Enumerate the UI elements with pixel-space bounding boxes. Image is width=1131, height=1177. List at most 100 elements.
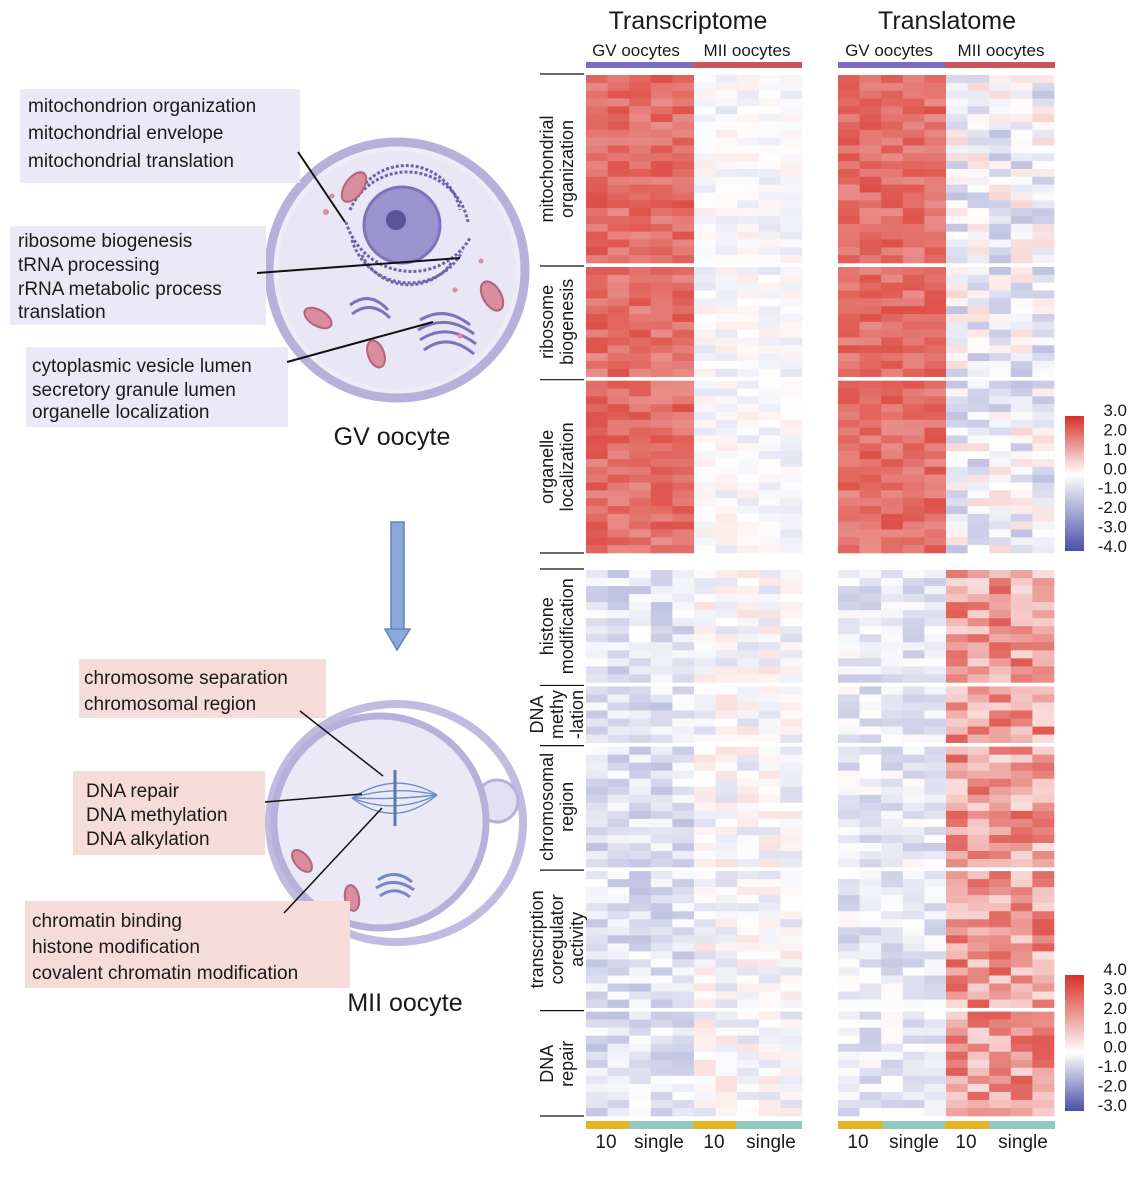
tx-gv-group-bar: [586, 62, 693, 68]
heatmap-cell: [629, 282, 652, 291]
heatmap-cell: [967, 999, 990, 1008]
heatmap-cell: [946, 247, 968, 256]
heatmap-cell: [737, 216, 760, 225]
heatmap-cell: [607, 1019, 630, 1028]
heatmap-cell: [694, 666, 716, 675]
heatmap-cell: [881, 161, 904, 170]
heatmap-cell: [989, 1059, 1012, 1069]
heatmap-cell: [838, 443, 860, 452]
heatmap-cell: [672, 1107, 695, 1117]
heatmap-cell: [838, 298, 860, 307]
heatmap-cell: [946, 255, 968, 264]
heatmap-cell: [989, 474, 1012, 483]
heatmap-cell: [586, 642, 608, 651]
heatmap-cell: [607, 1107, 630, 1117]
heatmap-cell: [586, 895, 608, 904]
color-scale-tick-label: -2.0: [1098, 498, 1127, 517]
heatmap-cell: [694, 834, 716, 844]
heatmap-cell: [967, 674, 990, 683]
heatmap-cell: [881, 951, 904, 960]
heatmap-cell: [881, 594, 904, 603]
heatmap-cell: [758, 991, 781, 1000]
heatmap-cell: [672, 903, 695, 912]
heatmap-cell: [1032, 935, 1055, 944]
heatmap-cell: [1010, 851, 1033, 860]
heatmap-cell: [989, 216, 1012, 225]
heatmap-cell: [967, 1091, 990, 1101]
heatmap-cell: [650, 75, 673, 84]
heatmap-cell: [924, 879, 947, 888]
heatmap-cell: [758, 82, 781, 91]
heatmap-cell: [1010, 967, 1033, 976]
heatmap-cell: [924, 570, 947, 579]
heatmap-cell: [1032, 176, 1055, 185]
heatmap-cell: [694, 153, 716, 162]
heatmap-cell: [586, 419, 608, 428]
heatmap-cell: [715, 176, 738, 185]
heatmap-cell: [859, 90, 882, 99]
heatmap-cell: [780, 851, 803, 860]
heatmap-cell: [780, 267, 803, 276]
heatmap-cell: [737, 710, 760, 719]
heatmap-cell: [946, 1099, 968, 1109]
heatmap-cell: [780, 1107, 803, 1117]
heatmap-cell: [586, 513, 608, 522]
heatmap-cell: [989, 192, 1012, 201]
heatmap-cell: [1010, 361, 1033, 370]
heatmap-cell: [881, 169, 904, 178]
heatmap-cell: [859, 650, 882, 659]
heatmap-cell: [737, 490, 760, 499]
heatmap-cell: [607, 274, 630, 283]
heatmap-cell: [946, 396, 968, 405]
heatmap-cell: [1032, 231, 1055, 240]
heatmap-cell: [650, 451, 673, 460]
heatmap-cell: [989, 443, 1012, 452]
heatmap-cell: [694, 710, 716, 719]
heatmap-cell: [715, 75, 738, 84]
heatmap-cell: [737, 1099, 760, 1109]
heatmap-cell: [1010, 951, 1033, 960]
heatmap-cell: [780, 718, 803, 727]
heatmap-cell: [924, 451, 947, 460]
heatmap-cell: [607, 935, 630, 944]
heatmap-cell: [967, 498, 990, 507]
heatmap-cell: [780, 106, 803, 115]
heatmap-cell: [1010, 1011, 1033, 1020]
heatmap-cell: [650, 586, 673, 595]
heatmap-cell: [946, 1027, 968, 1036]
heatmap-cell: [902, 1107, 925, 1117]
heatmap-cell: [838, 459, 860, 468]
heatmap-cell: [924, 967, 947, 976]
heatmap-cell: [902, 983, 925, 992]
heatmap-cell: [946, 642, 968, 651]
heatmap-cell: [758, 419, 781, 428]
heatmap-cell: [859, 935, 882, 944]
heatmap-cell: [629, 466, 652, 475]
heatmap-cell: [838, 794, 860, 804]
heatmap-cell: [672, 610, 695, 619]
heatmap-cell: [586, 834, 608, 844]
heatmap-cell: [838, 666, 860, 675]
heatmap-cell: [881, 642, 904, 651]
heatmap-cell: [1010, 762, 1033, 772]
heatmap-cell: [859, 927, 882, 936]
heatmap-cell: [694, 169, 716, 178]
heatmap-cell: [715, 466, 738, 475]
heatmap-cell: [902, 602, 925, 611]
heatmap-cell: [650, 686, 673, 695]
heatmap-cell: [672, 247, 695, 256]
heatmap-cell: [607, 267, 630, 276]
heatmap-cell: [859, 482, 882, 491]
heatmap-cell: [859, 578, 882, 587]
heatmap-cell: [924, 586, 947, 595]
heatmap-cell: [902, 642, 925, 651]
heatmap-cell: [1010, 321, 1033, 330]
heatmap-cell: [967, 90, 990, 99]
heatmap-cell: [989, 642, 1012, 651]
heatmap-cell: [1032, 1043, 1055, 1053]
transcriptome-title: Transcriptome: [609, 7, 768, 35]
heatmap-cell: [902, 184, 925, 193]
heatmap-cell: [881, 810, 904, 820]
mii-pointer-lines: [264, 710, 384, 914]
heatmap-cell: [967, 466, 990, 475]
